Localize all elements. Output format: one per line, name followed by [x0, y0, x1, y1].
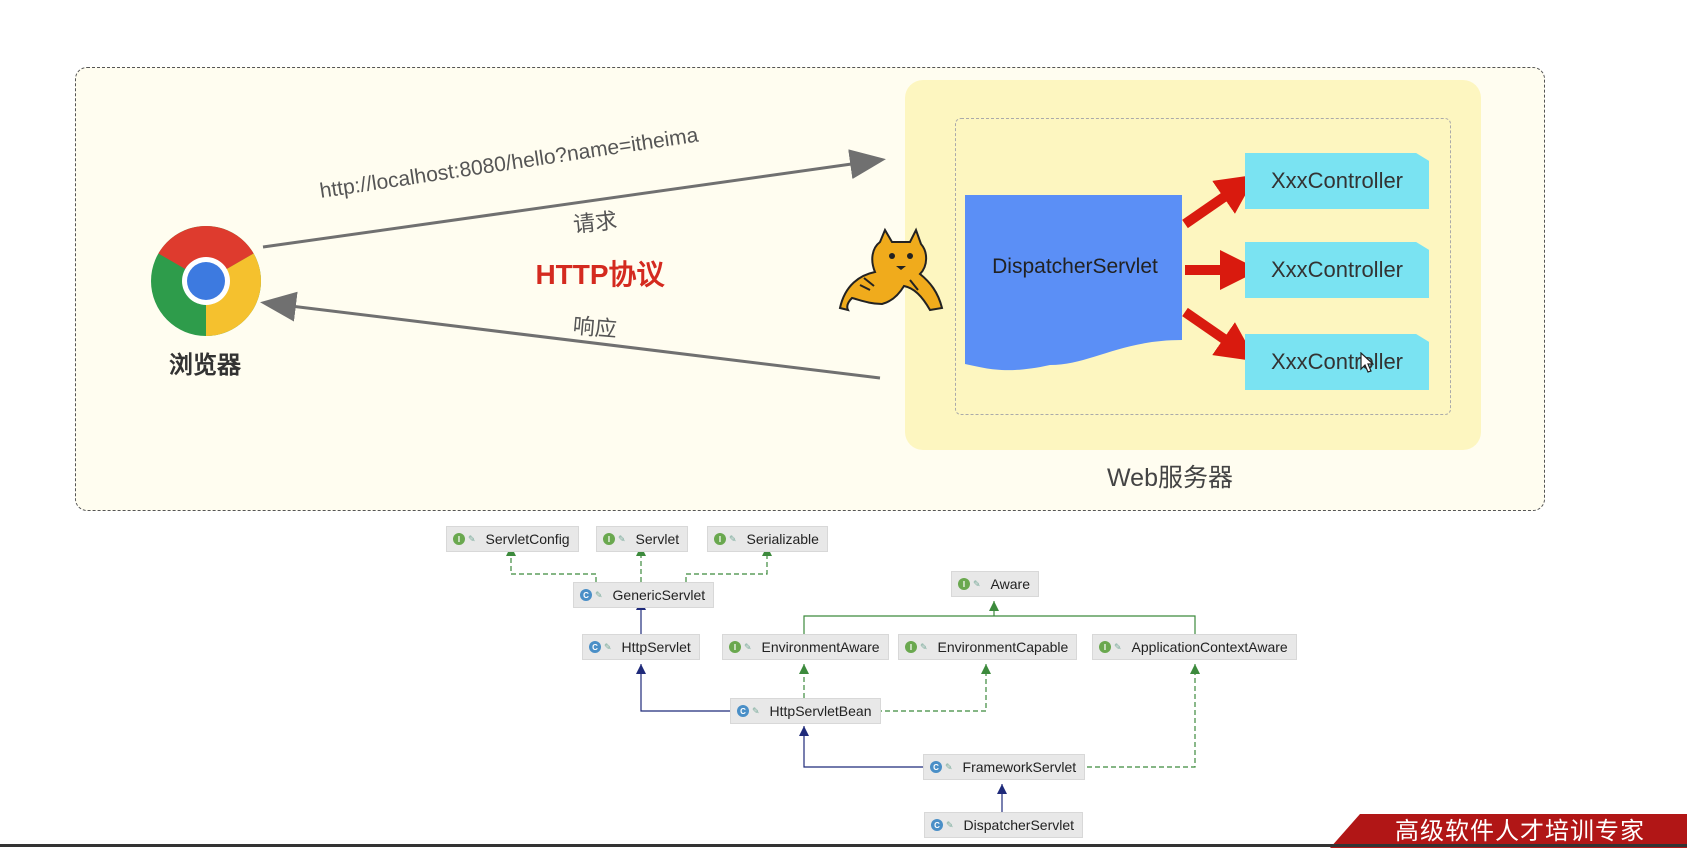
web-server-label: Web服务器 — [1107, 464, 1233, 492]
node-label: Servlet — [635, 531, 680, 547]
protocol-label: HTTP协议 — [535, 259, 665, 290]
controller-box-1: XxxController — [1245, 153, 1429, 209]
request-arrow — [262, 149, 886, 249]
footer-banner-text: 高级软件人才培训专家 — [1395, 817, 1645, 845]
class-icon: C — [589, 641, 601, 653]
interface-icon: I — [714, 533, 726, 545]
node-dispatcherservlet: C✎ DispatcherServlet — [924, 812, 1084, 838]
node-label: HttpServletBean — [769, 703, 872, 719]
node-httpservlet: C✎ HttpServlet — [582, 634, 700, 660]
modifier-icon: ✎ — [973, 578, 981, 589]
modifier-icon: ✎ — [946, 819, 954, 830]
class-icon: C — [737, 705, 749, 717]
modifier-icon: ✎ — [945, 761, 953, 772]
tomcat-icon — [838, 227, 944, 312]
class-icon: C — [580, 589, 592, 601]
route-arrow-1 — [1182, 174, 1257, 229]
node-environmentaware: I✎ EnvironmentAware — [722, 634, 889, 660]
node-frameworkservlet: C✎ FrameworkServlet — [923, 754, 1086, 780]
node-serializable: I✎ Serializable — [707, 526, 828, 552]
node-label: ServletConfig — [485, 531, 570, 547]
node-httpservletbean: C✎ HttpServletBean — [730, 698, 881, 724]
browser-label: 浏览器 — [169, 352, 241, 379]
interface-icon: I — [603, 533, 615, 545]
node-label: GenericServlet — [612, 587, 706, 603]
interface-icon: I — [729, 641, 741, 653]
dispatcher-servlet-label: DispatcherServlet — [992, 255, 1158, 278]
chrome-icon — [151, 226, 261, 336]
node-servletconfig: I✎ ServletConfig — [446, 526, 579, 552]
controller-box-3: XxxController — [1245, 334, 1429, 390]
interface-icon: I — [905, 641, 917, 653]
modifier-icon: ✎ — [920, 641, 928, 652]
modifier-icon: ✎ — [752, 705, 760, 716]
modifier-icon: ✎ — [595, 589, 603, 600]
node-label: Aware — [990, 576, 1030, 592]
modifier-icon: ✎ — [604, 641, 612, 652]
mouse-cursor-icon — [1360, 352, 1374, 373]
dispatcher-shape — [965, 195, 1182, 371]
interface-icon: I — [453, 533, 465, 545]
interface-icon: I — [958, 578, 970, 590]
class-icon: C — [931, 819, 943, 831]
modifier-icon: ✎ — [744, 641, 752, 652]
modifier-icon: ✎ — [618, 533, 626, 544]
node-genericservlet: C✎ GenericServlet — [573, 582, 715, 608]
node-label: EnvironmentAware — [761, 639, 880, 655]
class-icon: C — [930, 761, 942, 773]
response-label: 响应 — [571, 313, 618, 342]
node-label: Serializable — [746, 531, 819, 547]
modifier-icon: ✎ — [1114, 641, 1122, 652]
controller-box-2: XxxController — [1245, 242, 1429, 298]
node-label: DispatcherServlet — [963, 817, 1075, 833]
node-servlet: I✎ Servlet — [596, 526, 689, 552]
web-server-inner-frame — [955, 118, 1451, 415]
modifier-icon: ✎ — [468, 533, 476, 544]
node-label: FrameworkServlet — [962, 759, 1077, 775]
node-environmentcapable: I✎ EnvironmentCapable — [898, 634, 1078, 660]
node-applicationcontextaware: I✎ ApplicationContextAware — [1092, 634, 1297, 660]
route-arrow-3 — [1182, 307, 1257, 362]
node-label: HttpServlet — [621, 639, 691, 655]
footer-divider — [0, 844, 1687, 847]
modifier-icon: ✎ — [729, 533, 737, 544]
footer-banner — [1330, 814, 1687, 848]
node-label: ApplicationContextAware — [1131, 639, 1288, 655]
interface-icon: I — [1099, 641, 1111, 653]
node-label: EnvironmentCapable — [937, 639, 1069, 655]
response-arrow — [260, 291, 881, 380]
node-aware: I✎ Aware — [951, 571, 1039, 597]
